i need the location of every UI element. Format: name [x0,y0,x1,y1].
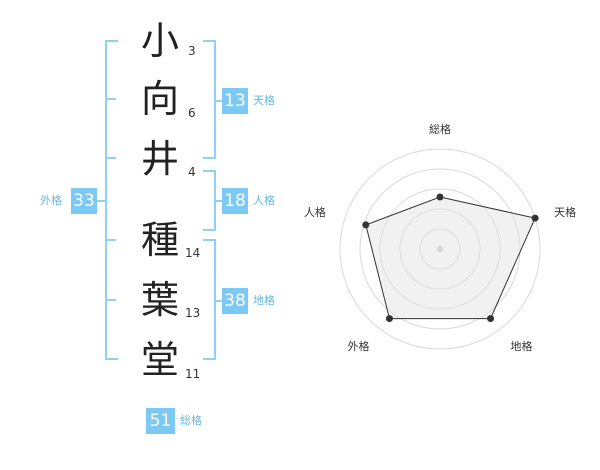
chikaku-bracket [203,239,216,360]
radar-axis-label: 外格 [347,339,369,353]
stroke-count-1: 3 [188,44,196,58]
name-char-6: 堂 [140,338,179,382]
name-char-5: 葉 [140,278,179,322]
soukaku-value-badge: 51 [146,408,175,434]
radar-grid-circle [399,208,481,290]
name-char-1: 小 [140,19,179,63]
chikaku-label: 地格 [253,294,275,307]
stroke-count-2: 6 [188,106,196,120]
radar-data-point [531,214,539,222]
tenkaku-bracket [203,40,216,159]
radar-data-point [487,315,495,323]
radar-axis-label: 人格 [304,205,326,219]
gaikaku-label: 外格 [40,194,62,207]
chikaku-value-badge: 38 [222,288,248,314]
name-char-2: 向 [140,77,179,121]
gaikaku-value-badge: 33 [71,188,97,214]
radar-data-point [362,221,370,229]
radar-grid-circle [339,148,541,350]
stroke-count-6: 11 [185,367,201,381]
name-char-3: 井 [140,137,179,181]
radar-axis-label: 地格 [511,339,533,353]
radar-axis-label: 総格 [429,122,451,136]
radar-data-polygon [365,196,536,320]
radar-grid-circle [379,188,501,310]
name-char-4: 種 [140,218,179,262]
radar-center-dot [437,246,443,252]
stroke-count-3: 4 [188,165,196,179]
radar-axis-label: 天格 [554,205,576,219]
soukaku-label: 総格 [180,414,202,427]
radar-data-point [436,193,444,201]
tenkaku-label: 天格 [253,94,275,107]
stroke-count-5: 13 [185,306,201,320]
radar-data-point [385,315,393,323]
radar-grid-circle [419,228,461,270]
stroke-count-4: 14 [185,246,201,260]
jinkaku-label: 人格 [253,194,275,207]
radar-grid-circle [359,168,521,330]
tenkaku-value-badge: 13 [222,88,248,114]
jinkaku-value-badge: 18 [222,188,248,214]
